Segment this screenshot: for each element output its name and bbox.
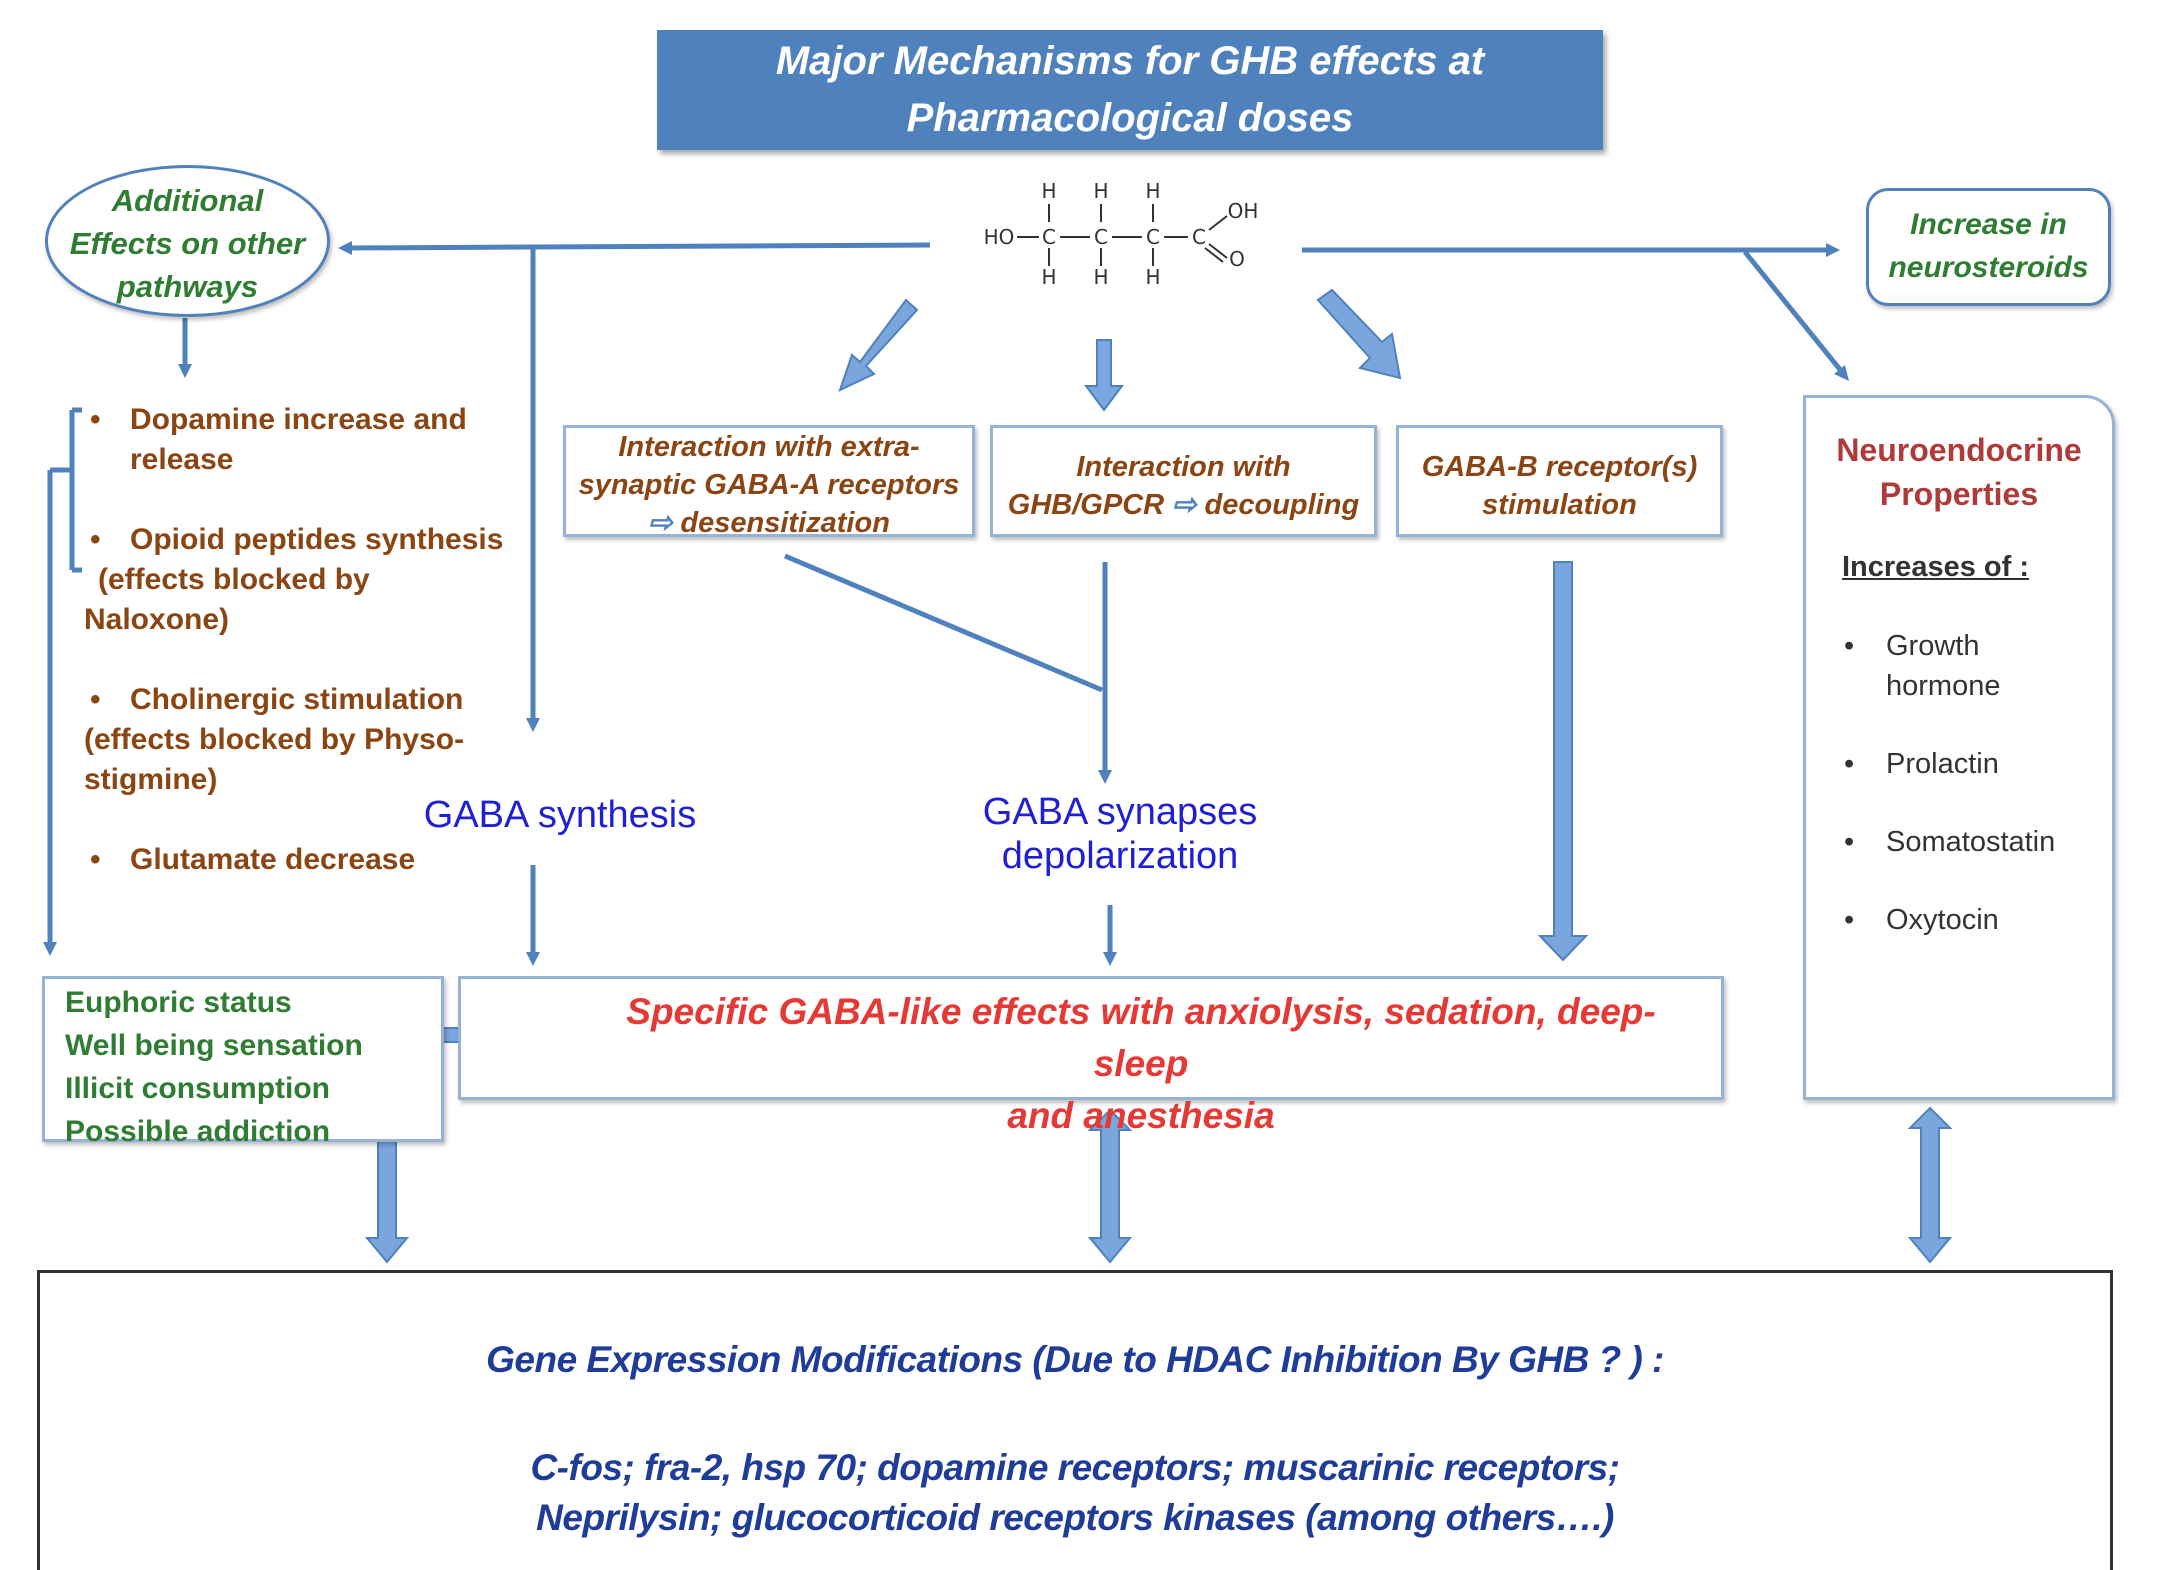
neuroendocrine-box: Neuroendocrine Properties Increases of :… bbox=[1803, 395, 2115, 1100]
arrow-molecule-to-gabaa bbox=[838, 298, 919, 392]
gabaa-interaction-box: Interaction with extra- synaptic GABA-A … bbox=[563, 425, 975, 539]
bullet-icon: • bbox=[1844, 826, 1855, 858]
arrow-gabab-to-specific bbox=[1537, 561, 1589, 962]
svg-text:H: H bbox=[1145, 180, 1160, 203]
svg-text:H: H bbox=[1145, 265, 1160, 289]
gpcr-interaction-box: Interaction with GHB/GPCR ⇨ decoupling bbox=[990, 425, 1377, 537]
neuroendocrine-list: • Growth hormone • Prolactin • Somatosta… bbox=[1844, 626, 2104, 978]
svg-text:HO: HO bbox=[984, 225, 1015, 249]
gene-expression-heading: Gene Expression Modifications (Due to HD… bbox=[486, 1339, 1664, 1380]
bullet-icon: • bbox=[90, 683, 101, 716]
diagram-title: Major Mechanisms for GHB effects at Phar… bbox=[657, 30, 1603, 150]
svg-text:H: H bbox=[1093, 265, 1108, 289]
gabab-stimulation-box: GABA-B receptor(s) stimulation bbox=[1396, 425, 1723, 537]
arrow-neuro-gene bbox=[1907, 1106, 1953, 1264]
list-item: • Growth hormone bbox=[1844, 626, 2104, 706]
euphoric-box: Euphoric status Well being sensation Ill… bbox=[42, 976, 444, 1148]
svg-text:H: H bbox=[1041, 180, 1056, 203]
arrow-molecule-to-gpcr bbox=[1084, 339, 1124, 412]
svg-text:H: H bbox=[1093, 180, 1108, 203]
gaba-synthesis-label: GABA synthesis bbox=[423, 794, 697, 836]
svg-text:C: C bbox=[1192, 225, 1206, 249]
neurosteroids-box: Increase in neurosteroids bbox=[1866, 188, 2111, 306]
bullet-icon: • bbox=[1844, 904, 1855, 936]
svg-text:H: H bbox=[1041, 265, 1056, 289]
ghb-molecule: HO C C C C H H H H H H OH O bbox=[984, 180, 1259, 289]
line-molecule-to-additional bbox=[344, 242, 931, 251]
additional-effects-ellipse: Additional Effects on other pathways bbox=[45, 165, 330, 317]
svg-text:C: C bbox=[1094, 225, 1108, 249]
svg-text:C: C bbox=[1042, 225, 1056, 249]
increases-heading: Increases of : bbox=[1842, 551, 2029, 583]
arrow-specific-gene bbox=[1087, 1108, 1133, 1264]
bullet-icon: • bbox=[90, 523, 101, 556]
gene-expression-targets: C-fos; fra-2, hsp 70; dopamine receptors… bbox=[530, 1447, 1620, 1538]
small-arrow-icon: ⇨ bbox=[648, 507, 681, 539]
list-item: • Prolactin bbox=[1844, 744, 2104, 784]
list-item-dopamine: • Dopamine increase and release bbox=[90, 400, 510, 480]
list-item-opioid: • Opioid peptides synthesis (effects blo… bbox=[84, 520, 510, 640]
bullet-icon: • bbox=[1844, 748, 1855, 780]
list-item-glutamate: • Glutamate decrease bbox=[90, 840, 510, 880]
specific-effects-box: Specific GABA-like effects with anxiolys… bbox=[458, 976, 1724, 1136]
bullet-icon: • bbox=[90, 843, 101, 876]
bullet-icon: • bbox=[90, 403, 101, 436]
bullet-icon: • bbox=[1844, 630, 1855, 662]
gene-expression-box: Gene Expression Modifications (Due to HD… bbox=[37, 1270, 2113, 1570]
additional-effects-list: • Dopamine increase and release • Opioid… bbox=[84, 400, 510, 920]
line-to-neuroendocrine bbox=[1743, 250, 1844, 374]
svg-text:O: O bbox=[1229, 247, 1245, 271]
gaba-synapses-label: GABA synapses depolarization bbox=[982, 791, 1258, 877]
arrow-molecule-to-gabab bbox=[1316, 288, 1402, 380]
neuroendocrine-title: Neuroendocrine Properties bbox=[1836, 432, 2082, 512]
svg-text:OH: OH bbox=[1228, 199, 1259, 223]
list-item: • Oxytocin bbox=[1844, 900, 2104, 940]
svg-text:C: C bbox=[1146, 225, 1160, 249]
list-item-cholinergic: • Cholinergic stimulation (effects block… bbox=[84, 680, 510, 800]
line-gabaa-to-synapses bbox=[784, 553, 1103, 693]
list-item: • Somatostatin bbox=[1844, 822, 2104, 862]
small-arrow-icon: ⇨ bbox=[1164, 489, 1205, 521]
